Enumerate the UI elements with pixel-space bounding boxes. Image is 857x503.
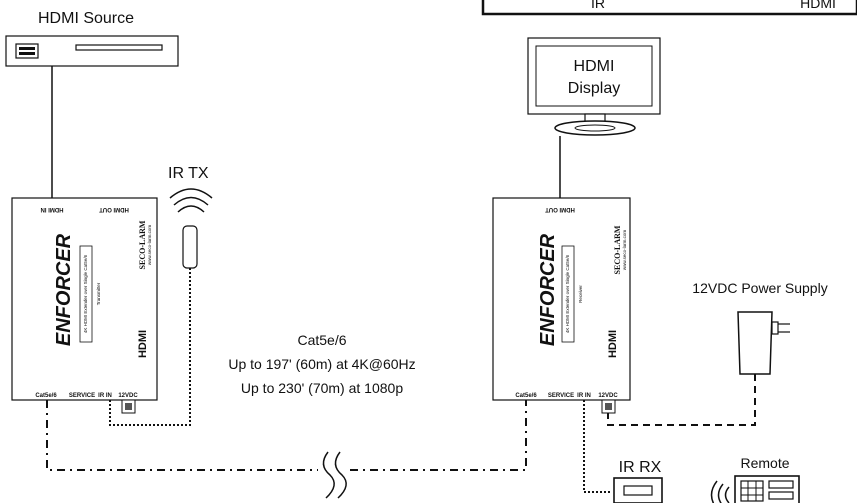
rx-port-hdmi-out: HDMI OUT <box>545 206 575 212</box>
ir-rx-label: IR RX <box>619 459 662 476</box>
rx-bottom-ir: IR IN <box>577 393 591 399</box>
tx-brand-logo: ENFORCER <box>53 233 75 346</box>
tx-product-label-plate <box>79 245 93 343</box>
receiver-unit: HDMI OUT ENFORCER 4K HDMI Extender over … <box>492 197 631 414</box>
rx-bottom-cat: Cat5e/6 <box>515 393 537 399</box>
rx-website: www.seco-larm.com <box>622 230 627 271</box>
power-supply-label: 12VDC Power Supply <box>692 280 827 296</box>
table-hdmi-label: HDMI <box>800 0 836 11</box>
ir-tx-emitter-icon <box>182 225 198 269</box>
tx-hdmi-logo-icon: HDMI <box>137 330 149 358</box>
tx-bottom-power: 12VDC <box>118 393 138 399</box>
rx-product-label-plate <box>561 245 575 343</box>
rx-bottom-service: SERVICE <box>548 393 574 399</box>
hdmi-source-label: HDMI Source <box>38 10 134 27</box>
tx-product-name: 4K HDMI Extender over Single Cat5e/6 <box>83 254 88 333</box>
rx-product-type: Receiver <box>578 285 583 303</box>
rx-brand-logo: ENFORCER <box>537 233 559 346</box>
tx-port-hdmi-in: HDMI IN <box>41 206 64 212</box>
hdmi-display-monitor-icon <box>527 37 661 136</box>
cable-1080p-distance: Up to 230' (70m) at 1080p <box>241 380 403 396</box>
rx-bottom-power: 12VDC <box>598 393 618 399</box>
tx-bottom-ir: IR IN <box>98 393 112 399</box>
hdmi-display-label-line1: HDMI <box>574 58 615 75</box>
rx-hdmi-logo-icon: HDMI <box>607 330 619 358</box>
hdmi-display-label-line2: Display <box>568 80 620 97</box>
tx-bottom-cat: Cat5e/6 <box>35 393 57 399</box>
tx-bottom-service: SERVICE <box>69 393 95 399</box>
remote-signal-icon <box>710 480 730 503</box>
hdmi-source-device-icon <box>5 35 179 67</box>
power-cable <box>607 374 756 426</box>
transmitter-unit: HDMI IN HDMI OUT ENFORCER 4K HDMI Extend… <box>11 197 158 414</box>
cat-cable-left-segment <box>46 400 318 471</box>
rx-maker-logo: SECO-LARM <box>613 225 622 274</box>
remote-label: Remote <box>740 455 789 471</box>
power-adapter-icon <box>737 311 790 375</box>
rx-product-name: 4K HDMI Extender over Single Cat5e/6 <box>565 254 570 333</box>
partial-legend-table: IR HDMI <box>481 0 857 16</box>
table-ir-label: IR <box>591 0 605 11</box>
tx-port-hdmi-out: HDMI OUT <box>99 206 129 212</box>
remote-control-icon <box>734 475 800 503</box>
tx-maker-logo: SECO-LARM <box>138 220 147 269</box>
ir-rx-cable <box>583 400 612 493</box>
cable-4k-distance: Up to 197' (60m) at 4K@60Hz <box>228 356 415 372</box>
tx-website: www.seco-larm.com <box>147 225 152 266</box>
cable-type-label: Cat5e/6 <box>297 332 346 348</box>
cat-cable-right-segment <box>350 400 527 471</box>
ir-tx-signal-icon <box>169 188 213 213</box>
cable-break-icon <box>322 451 347 499</box>
ir-tx-label: IR TX <box>168 165 209 182</box>
tx-product-type: Transmitter <box>96 282 101 305</box>
ir-rx-receiver-icon <box>613 477 663 503</box>
ir-tx-cable <box>109 268 191 426</box>
